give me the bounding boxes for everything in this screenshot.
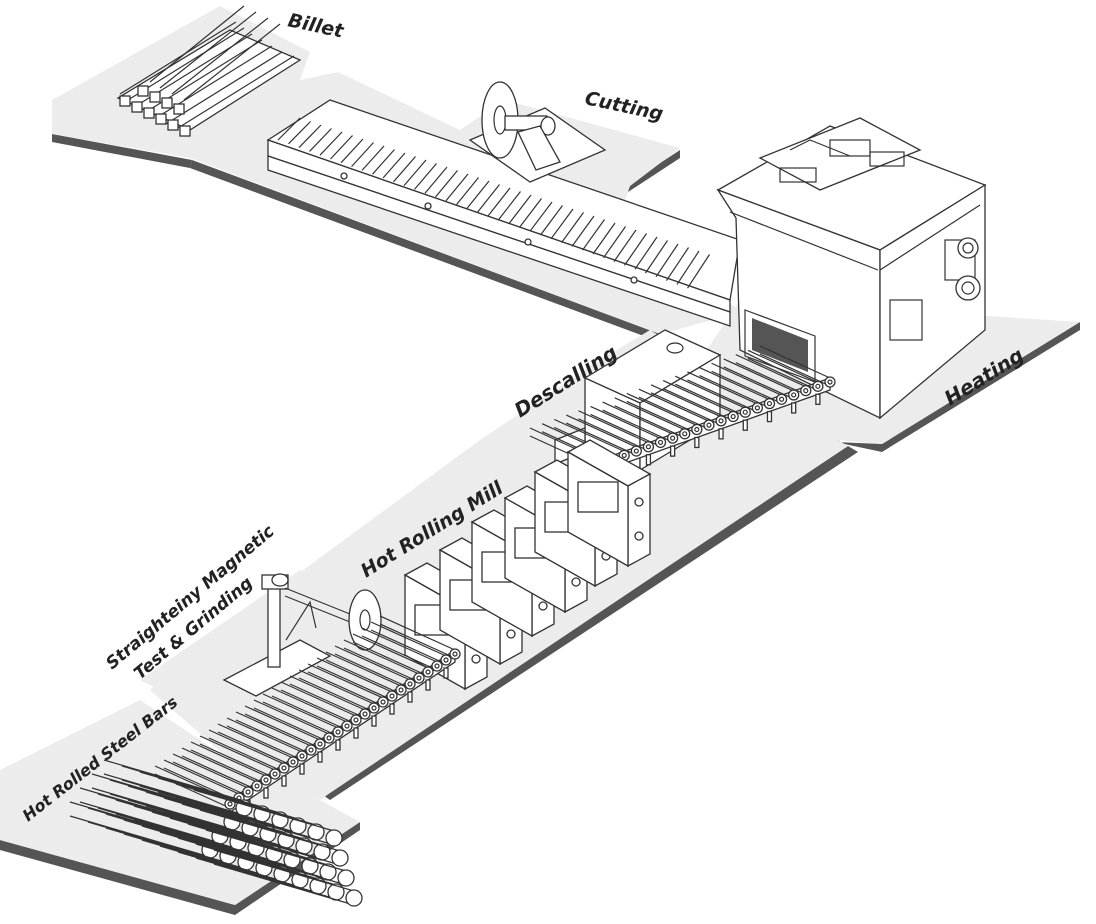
- heating-furnace: [716, 117, 987, 420]
- steel-bars-stack: [69, 759, 363, 907]
- roller-conveyor-lower: [154, 615, 461, 823]
- label-cutting: Cutting: [583, 87, 665, 125]
- cutting-conveyor: [266, 99, 741, 327]
- label-billet: Billet: [286, 9, 346, 42]
- hot-rolling-mill: [403, 439, 652, 691]
- billet-stack: [116, 5, 302, 137]
- cutting-saw: [468, 81, 607, 183]
- mill-stand-6: [566, 439, 652, 568]
- straightening-machine: [222, 573, 382, 697]
